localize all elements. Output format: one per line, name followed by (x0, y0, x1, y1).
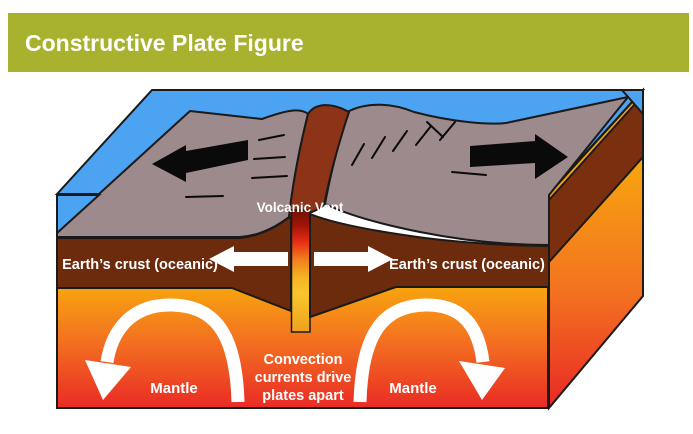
page-title: Constructive Plate Figure (25, 30, 304, 56)
mantle-left-label: Mantle (150, 380, 198, 397)
labels: Volcanic Vent Earth’s crust (oceanic) Ea… (62, 200, 545, 404)
water-front-wedge (56, 194, 102, 236)
convection-arrows (100, 298, 490, 403)
convection-left-arc (100, 298, 245, 403)
convection-caption-line2: currents drive (255, 370, 352, 386)
water-side-corner (619, 89, 644, 117)
right-plate-motion-arrow-icon (470, 134, 568, 179)
header: Constructive Plate Figure (8, 13, 689, 72)
convection-right-arc (353, 298, 490, 403)
crust-spread-left-arrow-icon (209, 246, 288, 272)
crust-spread-right-arrow-icon (314, 246, 393, 272)
convection-caption-line1: Convection (264, 352, 343, 368)
volcanic-vent-channel (290, 209, 311, 333)
crust-right-label: Earth’s crust (oceanic) (389, 257, 545, 273)
header-bar (8, 13, 689, 72)
crust-left-label: Earth’s crust (oceanic) (62, 257, 218, 273)
convection-right-arrowhead-icon (459, 361, 505, 400)
volcanic-vent-label: Volcanic Vent (257, 200, 344, 215)
crust-front-left (56, 217, 292, 312)
convection-caption-line3: plates apart (262, 388, 344, 404)
slope-hatch-marks (185, 121, 522, 198)
plate-block (54, 87, 646, 411)
mantle-right-label: Mantle (389, 380, 437, 397)
convection-left-arrowhead-icon (85, 360, 131, 400)
rift-valley-wall (288, 104, 350, 218)
crust-front-right (309, 213, 550, 318)
left-plate-motion-arrow-icon (152, 140, 248, 182)
convection-caption: Convection currents drive plates apart (255, 352, 352, 404)
